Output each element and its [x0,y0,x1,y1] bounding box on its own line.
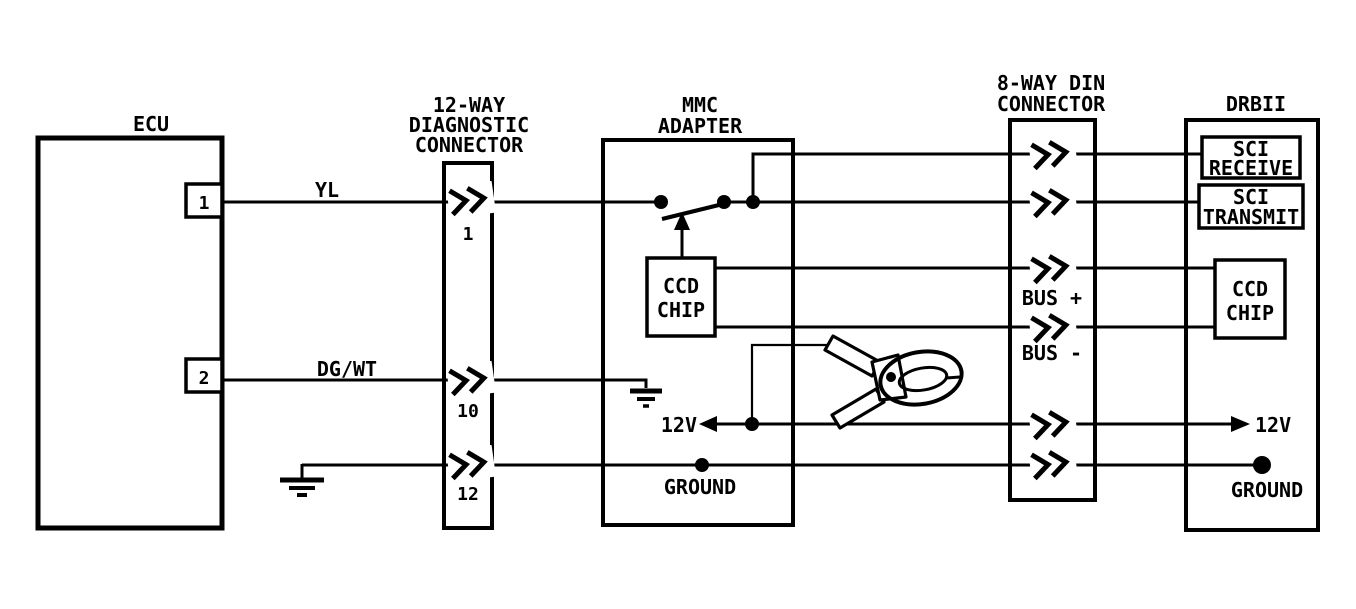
ground-symbol-mmc [630,388,662,408]
drbii-ccd-chip-label-2: CHIP [1226,301,1274,325]
ecu-pin1-box [184,182,224,219]
arrow-right-icon [1231,416,1250,432]
mmc-ground-label: GROUND [664,475,736,499]
wires [222,152,1262,467]
chevron-icon [1027,404,1078,443]
wire-label-dg-wt: DG/WT [317,357,377,381]
ground-symbol-left [280,464,324,497]
switch-control-arrow [674,212,690,258]
chevron-icon [445,180,496,219]
diag-connector-title-2: DIAGNOSTIC [409,113,529,137]
ecu-pin2-box [184,357,224,394]
bus-minus-label: BUS - [1022,341,1082,365]
arrow-left-icon [699,416,717,432]
ecu-box [35,135,225,531]
drbii-12v-label: 12V [1255,413,1291,437]
clamp-handle-split [945,375,961,380]
diag-connector-title-3: CONNECTOR [415,133,524,157]
mmc-ccd-chip-label-2: CHIP [657,298,705,322]
mmc-title-2: ADAPTER [658,114,743,138]
mmc-ccd-chip-label-1: CCD [663,274,699,298]
ecu-title: ECU [133,112,169,136]
chevron-icon [1027,307,1078,346]
drbii-ground-label: GROUND [1231,478,1303,502]
diag-pin-12-label: 12 [457,484,479,505]
ecu-pin1-label: 1 [199,193,210,214]
sci-transmit-label-2: TRANSMIT [1203,205,1299,229]
clamp-handle-inner [897,365,949,393]
junction-dot [745,417,759,431]
drbii-box [1184,118,1320,532]
diag-connector-chevrons [445,180,496,483]
sci-receive-label-2: RECEIVE [1209,156,1293,180]
junction-dot [695,458,709,472]
drbii-ccd-chip-box [1213,258,1287,340]
wire-clamp-feed [750,343,836,424]
sci-transmit-label-1: SCI [1233,185,1269,209]
mmc-ccd-chip-box [645,256,717,338]
sci-receive-label-1: SCI [1233,137,1269,161]
diag-connector-title-1: 12-WAY [433,93,505,117]
clamp-handle-outer [878,349,964,407]
switch-blade [661,203,720,221]
din-connector-body [1008,118,1097,502]
chevron-icon [1027,444,1078,483]
chevron-icon [1027,182,1078,221]
drbii-title: DRBII [1226,92,1286,116]
din-connector-title-1: 8-WAY DIN [997,71,1105,95]
switch [654,195,760,221]
chevron-icon [445,444,496,483]
wire-label-yl: YL [315,178,339,202]
diagnostic-connector-body [442,161,494,530]
clamp-lower-jaw [830,387,886,430]
ecu-pin2-label: 2 [199,368,210,389]
chevron-icon [445,360,496,399]
arrow-up-icon [674,212,690,230]
mmc-title-1: MMC [682,93,718,117]
wire-sci-receive [751,152,1202,200]
clamp-pivot-dot [886,372,896,382]
ground-terminal-dot [1253,456,1271,474]
drbii-ccd-chip-label-1: CCD [1232,277,1268,301]
mmc-12v-label: 12V [661,413,697,437]
diag-pin-1-label: 1 [463,224,474,245]
bus-plus-label: BUS + [1022,286,1082,310]
sci-transmit-box [1197,183,1305,230]
clamp-icon [823,334,964,430]
wire-dg-wt [222,378,648,388]
din-connector-title-2: CONNECTOR [997,92,1106,116]
switch-contact-dot [654,195,668,209]
chevron-icon [1027,248,1078,287]
chevron-icon [1027,134,1078,173]
switch-contact-dot [717,195,731,209]
mmc-adapter-box [601,138,795,527]
clamp-upper-jaw [823,334,882,378]
diag-pin-10-label: 10 [457,401,479,422]
junction-dot [746,195,760,209]
sci-receive-box [1200,135,1302,180]
din-connector-chevrons [1027,134,1078,483]
